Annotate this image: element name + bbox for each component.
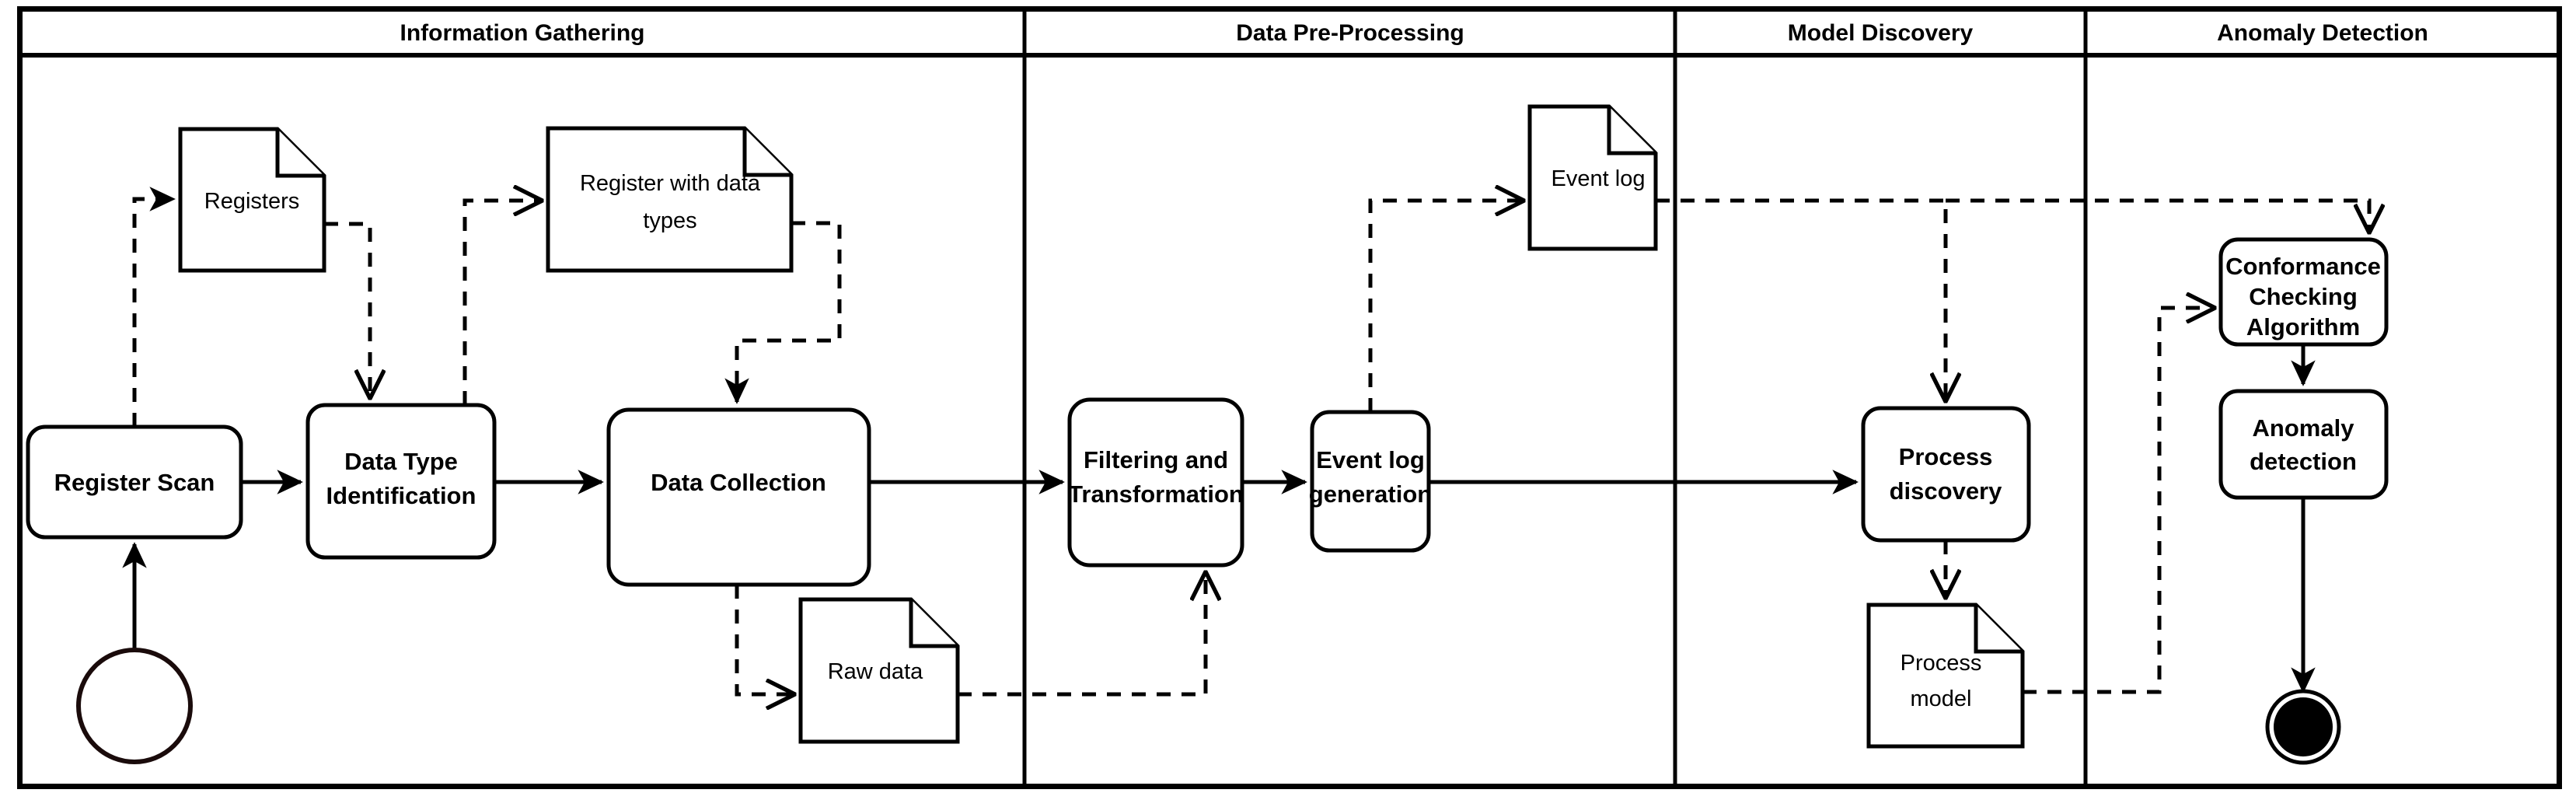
assoc-process-model-to-conformance (2023, 308, 2214, 694)
data-object-registers[interactable]: Registers (178, 127, 326, 273)
task-label-line-2: Identification (326, 482, 476, 509)
data-object-label-line-1: Process (1901, 651, 1982, 676)
data-object-label: Raw data (828, 659, 923, 684)
data-object-label-line-1: Register with data (580, 171, 761, 196)
end-event-fill (2274, 697, 2333, 756)
task-conformance-checking-algorithm[interactable]: Conformance Checking Algorithm (2218, 237, 2389, 347)
task-label-line-2: generation (1309, 480, 1432, 508)
assoc-register-scan-to-registers (132, 187, 176, 427)
lane-title-model-discovery: Model Discovery (1788, 20, 1974, 46)
task-label-line-3: Algorithm (2246, 313, 2360, 341)
task-label-line-2: Transformation (1068, 480, 1244, 508)
pool-border (17, 6, 2562, 789)
task-label-line-2: Checking (2249, 283, 2358, 310)
data-object-raw-data[interactable]: Raw data (798, 597, 960, 744)
task-data-type-identification[interactable]: Data Type Identification (305, 403, 497, 560)
document-shape (1866, 603, 2025, 749)
task-box (305, 403, 497, 560)
task-label: Data Collection (651, 469, 826, 496)
task-anomaly-detection[interactable]: Anomaly detection (2218, 389, 2389, 500)
task-data-collection[interactable]: Data Collection (606, 407, 871, 587)
task-box (1310, 410, 1431, 553)
document-fold-icon (909, 599, 958, 648)
lane-title-data-pre-processing: Data Pre-Processing (1236, 20, 1464, 46)
document-shape (546, 126, 794, 273)
task-process-discovery[interactable]: Process discovery (1861, 406, 2031, 543)
connectors-layer (122, 187, 2369, 697)
task-label-line-2: discovery (1890, 477, 2003, 505)
task-label-line-1: Filtering and (1084, 446, 1228, 473)
assoc-raw-data-to-filtering (958, 573, 1206, 697)
task-label: Register Scan (54, 469, 215, 496)
task-box (2218, 389, 2389, 500)
document-fold-icon (1607, 107, 1656, 155)
task-event-log-generation[interactable]: Event log generation (1309, 410, 1432, 553)
task-box (2218, 237, 2389, 347)
task-box (606, 407, 871, 587)
pool-container: Information Gathering Data Pre-Processin… (17, 6, 2562, 789)
task-register-scan[interactable]: Register Scan (26, 424, 243, 540)
task-label-line-1: Conformance (2225, 253, 2381, 280)
task-label-line-1: Data Type (344, 448, 458, 475)
end-event-icon[interactable] (2265, 689, 2341, 765)
lane-title-anomaly-detection: Anomaly Detection (2217, 20, 2428, 46)
assoc-data-type-to-register-with-data-types (462, 201, 541, 405)
document-fold-icon (742, 128, 791, 177)
task-box (26, 424, 243, 540)
task-label-line-1: Process (1899, 443, 1993, 470)
document-fold-icon (275, 129, 324, 178)
assoc-event-log-generation-to-event-log (1368, 201, 1523, 412)
data-objects-layer: Registers Register with data types Raw d… (178, 104, 2025, 749)
assoc-event-log-to-process-discovery (1656, 198, 1946, 400)
task-box (1067, 397, 1244, 568)
task-label-line-1: Event log (1316, 446, 1425, 473)
assoc-register-with-data-types-to-data-collection (724, 221, 842, 404)
document-fold-icon (1974, 605, 2023, 654)
task-filtering-and-transformation[interactable]: Filtering and Transformation (1067, 397, 1244, 568)
data-object-label: Registers (204, 189, 300, 214)
events-layer (76, 648, 2341, 765)
start-event-icon[interactable] (76, 648, 193, 764)
task-box (1861, 406, 2031, 543)
data-object-label-line-2: types (643, 208, 696, 233)
data-object-register-with-data-types[interactable]: Register with data types (546, 126, 794, 273)
assoc-data-collection-to-raw-data (735, 585, 794, 694)
assoc-registers-to-data-type (324, 222, 370, 397)
task-label-line-2: detection (2250, 448, 2357, 475)
tasks-layer: Register Scan Data Type Identification D… (26, 237, 2389, 587)
data-object-event-log[interactable]: Event log (1527, 104, 1658, 251)
lane-title-information-gathering: Information Gathering (400, 20, 645, 46)
task-label-line-1: Anomaly (2253, 414, 2355, 442)
data-object-label: Event log (1552, 166, 1646, 191)
data-object-label-line-2: model (1911, 686, 1972, 711)
assoc-event-log-to-conformance (1946, 198, 2369, 232)
data-object-process-model[interactable]: Process model (1866, 603, 2025, 749)
